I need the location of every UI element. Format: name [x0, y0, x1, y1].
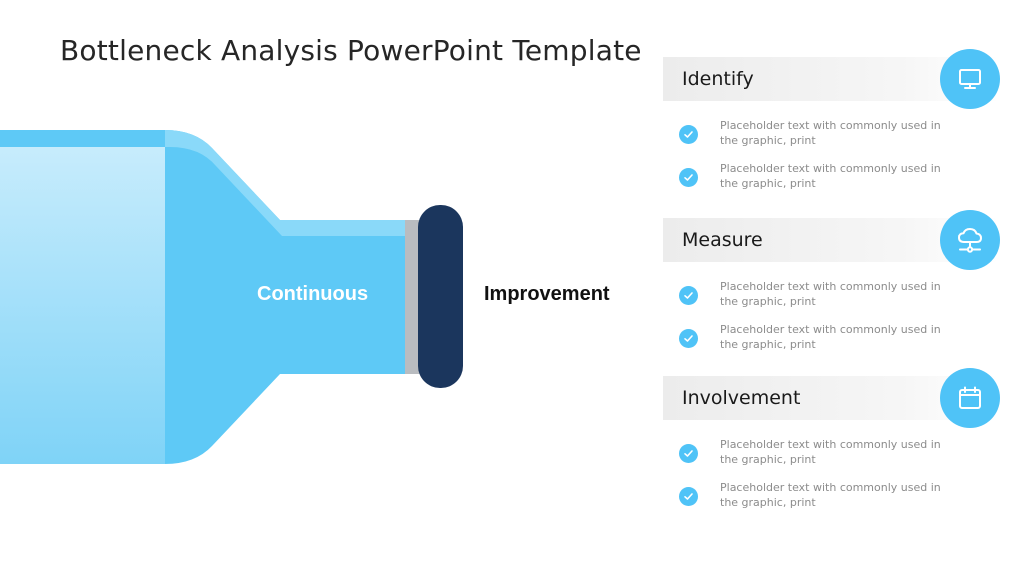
- bottle-cap: [418, 205, 463, 388]
- slide-title: Bottleneck Analysis PowerPoint Template: [60, 34, 642, 67]
- bullet-text: Placeholder text with commonly used in t…: [720, 323, 941, 351]
- improvement-label: Improvement: [484, 283, 610, 305]
- bullet-text: Placeholder text with commonly used in t…: [720, 119, 941, 147]
- section-involvement: Involvement Placeholder text with common…: [663, 368, 1000, 509]
- section-header: Measure: [663, 210, 1000, 270]
- section-title: Measure: [682, 229, 763, 251]
- bottle-rim: [405, 220, 420, 374]
- bottle-shoulder-highlight: [165, 130, 410, 236]
- check-icon: [679, 125, 698, 144]
- section-header: Identify: [663, 49, 1000, 109]
- bottle-front-panel: [0, 147, 165, 464]
- bullet-text: Placeholder text with commonly used in t…: [720, 280, 941, 308]
- check-icon: [679, 487, 698, 506]
- check-icon: [679, 286, 698, 305]
- check-icon: [679, 329, 698, 348]
- bullet-text: Placeholder text with commonly used in t…: [720, 481, 941, 509]
- bottle-label: Continuous: [257, 283, 369, 305]
- check-icon: [679, 444, 698, 463]
- cloud-network-icon: [940, 210, 1000, 270]
- section-header: Involvement: [663, 368, 1000, 428]
- monitor-icon: [940, 49, 1000, 109]
- bullet-text: Placeholder text with commonly used in t…: [720, 438, 941, 466]
- calendar-icon: [940, 368, 1000, 428]
- section-title: Involvement: [682, 387, 801, 409]
- section-title: Identify: [682, 68, 754, 90]
- bullet-text: Placeholder text with commonly used in t…: [720, 162, 941, 190]
- check-icon: [679, 168, 698, 187]
- section-measure: Measure Placeholder text with commonly u…: [663, 210, 1000, 351]
- section-identify: Identify Placeholder text with commonly …: [663, 49, 1000, 190]
